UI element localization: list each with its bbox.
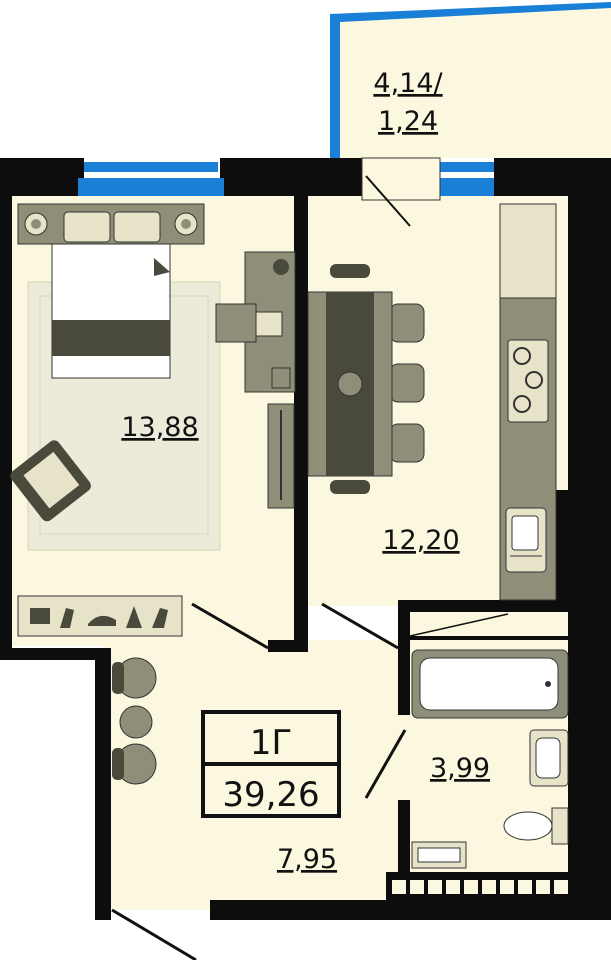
wardrobe-shelf: [17, 595, 183, 637]
bed: [17, 203, 205, 379]
kitchen-counter: [499, 203, 557, 601]
door-swings: [111, 602, 509, 960]
dining-table: [307, 264, 425, 494]
unit-type: 1Г: [250, 723, 292, 763]
bedroom-area-label: 13,88: [121, 412, 198, 443]
balcony-area-label-1: 4,14/: [373, 68, 443, 99]
hallway-stools: [112, 657, 157, 785]
kitchen-area-label: 12,20: [382, 525, 459, 556]
bathroom-area-label: 3,99: [430, 753, 490, 784]
balcony-area-label-2: 1,24: [378, 106, 438, 137]
bathroom-sink: [529, 729, 569, 787]
windows: [78, 2, 611, 196]
bathtub: [411, 649, 569, 719]
unit-badge: 1Г 39,26: [201, 710, 341, 818]
desk: [215, 251, 296, 509]
total-area: 39,26: [222, 775, 319, 815]
wall-hatch: [392, 880, 568, 894]
hallway-area-label: 7,95: [277, 844, 337, 875]
armchair: [10, 440, 91, 522]
toilet: [503, 807, 569, 845]
washing-machine: [411, 841, 467, 869]
balcony-door: [361, 157, 441, 201]
walls: [0, 14, 611, 920]
